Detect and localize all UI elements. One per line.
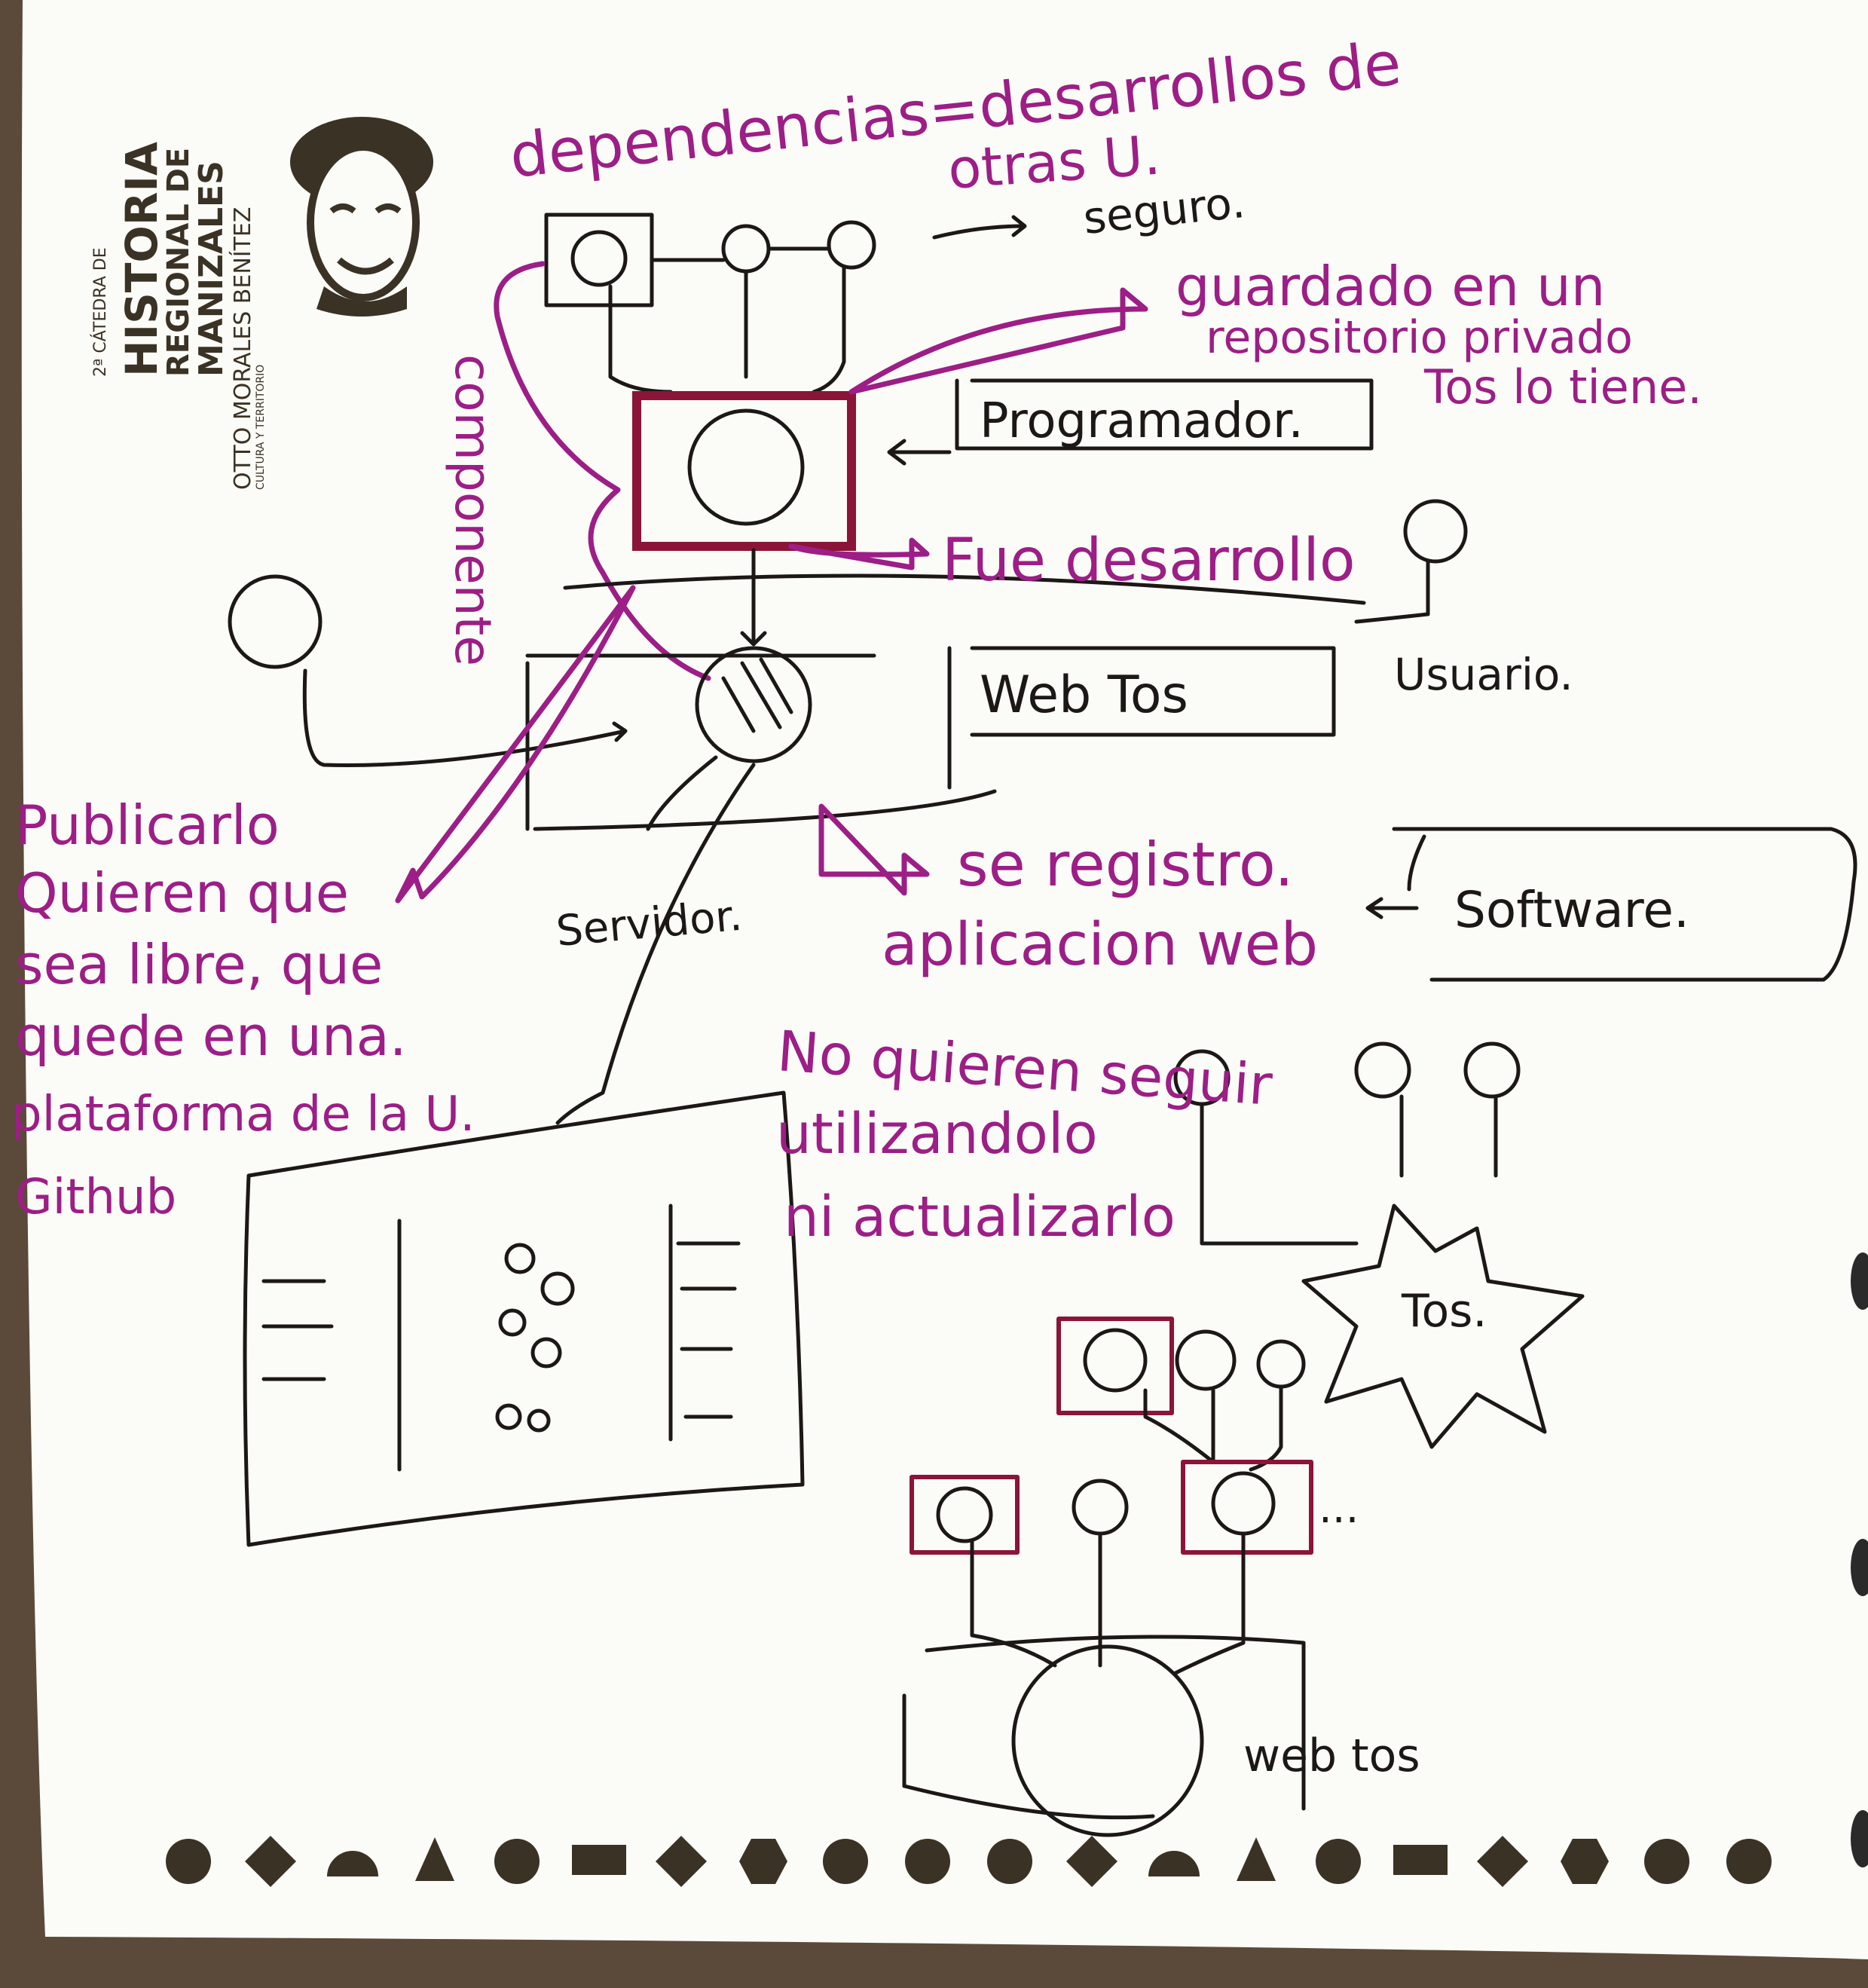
binder-hole (1851, 1252, 1868, 1310)
dependency-links (608, 246, 846, 394)
ornament-icon (1237, 1837, 1276, 1881)
software-arrow (1365, 897, 1419, 919)
component-to-webtos (740, 548, 767, 647)
guardado-note: guardado en un (1176, 255, 1605, 318)
github-divider (397, 1204, 673, 1472)
webtos-label: Web Tos (980, 665, 1188, 725)
no-quieren-note-2: utilizandolo (776, 1102, 1098, 1167)
webtos-bottom-box (902, 1635, 1306, 1820)
publicarlo-note-1: Publicarlo (15, 794, 280, 857)
ornament-strip (166, 1836, 1772, 1887)
ornament-icon (1316, 1839, 1361, 1884)
ornament-icon (1393, 1845, 1448, 1875)
publicarlo-note-2: Quieren que (15, 861, 349, 925)
publicarlo-arrow (395, 585, 636, 904)
software-bracket (1392, 827, 1857, 982)
component-box (632, 391, 856, 551)
se-registro-arrow (818, 803, 930, 896)
ornament-icon (1148, 1851, 1200, 1876)
paper-sheet (21, 0, 1868, 1959)
logo-regional-text: REGIONAL DE (161, 148, 196, 377)
componente-note: componente (444, 354, 502, 666)
ornament-icon (1477, 1836, 1528, 1887)
publicarlo-note-4: quede en una. (15, 1005, 407, 1068)
seguro-arrow (932, 215, 1027, 240)
programador-box (955, 378, 1374, 451)
ornament-icon (245, 1836, 296, 1887)
github-circles (495, 1243, 575, 1433)
dep-links-upper (1143, 1384, 1283, 1472)
binder-hole (1851, 1539, 1868, 1596)
user-node-left (228, 574, 323, 669)
publicarlo-note-3: sea libre, que (15, 933, 383, 996)
ornament-icon (905, 1839, 950, 1884)
ornament-icon (987, 1839, 1032, 1884)
publicarlo-note-5: plataforma de la U. (11, 1087, 475, 1142)
logo-manizales-text: MANIZALES (192, 161, 231, 377)
no-quieren-note-3: ni actualizarlo (784, 1185, 1176, 1249)
webtos-node (695, 646, 812, 763)
dep-links-lower (970, 1531, 1246, 1675)
dep-box-lower-left (910, 1475, 1020, 1555)
webtos-hatch (721, 657, 793, 733)
logo-tagline-text: CULTURA Y TERRITORIO (255, 365, 267, 490)
dep-node (1175, 1329, 1237, 1391)
dep-node (936, 1486, 993, 1543)
tos-lo-tiene-note: Tos lo tiene. (1423, 359, 1702, 414)
ornament-icon (656, 1836, 707, 1887)
ellipsis-label: ... (1319, 1484, 1359, 1533)
user-node-right (1403, 499, 1468, 564)
dep-box-lower-right (1181, 1460, 1313, 1555)
ornament-icon (415, 1837, 454, 1881)
webtos-bottom-label: web tos (1243, 1730, 1420, 1782)
se-registro-note: se registro. (957, 830, 1294, 900)
logo-chair-text: 2ª CÁTEDRA DE (90, 247, 110, 377)
usuario-label: Usuario. (1394, 649, 1573, 700)
aplicacion-web-note: aplicacion web (882, 911, 1318, 979)
tos-star (1301, 1204, 1585, 1449)
component-node (687, 408, 805, 526)
portrait-icon (290, 117, 433, 317)
chair-logo: 2ª CÁTEDRA DE HISTORIA REGIONAL DE MANIZ… (90, 117, 433, 490)
ornament-icon (1066, 1836, 1117, 1887)
webtos-bottom-node (1011, 1644, 1204, 1837)
binder-hole (1851, 1810, 1868, 1867)
dependency-node (570, 230, 628, 287)
webtos-box (525, 573, 1366, 831)
logo-author-text: OTTO MORALES BENÍTEZ (229, 207, 256, 490)
publicarlo-note-6: Github (15, 1170, 176, 1225)
fue-desarrollo-arrow (788, 537, 930, 570)
ornament-icon (327, 1851, 378, 1876)
users-group (1173, 1041, 1521, 1246)
ornament-icon (1726, 1839, 1772, 1884)
ornament-icon (739, 1839, 787, 1884)
user-left-link (302, 668, 628, 767)
ornament-icon (572, 1845, 626, 1875)
ornament-icon (166, 1839, 211, 1884)
tos-star-label: Tos. (1401, 1285, 1487, 1338)
dep-box-upper (1056, 1317, 1174, 1415)
servidor-lines (555, 755, 756, 1125)
guardado-arrow (848, 287, 1148, 395)
software-label: Software. (1454, 881, 1689, 939)
github-text-lines (261, 1241, 741, 1419)
ornament-icon (494, 1839, 540, 1884)
fue-desarrollo-note: Fue desarrollo (942, 527, 1356, 595)
programador-label: Programador. (980, 393, 1304, 449)
dependencias-note-2: otras U. (946, 123, 1162, 200)
logo-historia-text: HISTORIA (116, 142, 167, 377)
ornament-icon (1644, 1839, 1689, 1884)
programador-arrow (887, 439, 952, 466)
dependency-node (827, 220, 876, 270)
user-right-link (1354, 559, 1430, 624)
ornament-icon (823, 1839, 868, 1884)
dep-node (1083, 1328, 1148, 1393)
guardado-note-2: repositorio privado (1206, 311, 1633, 364)
github-screen (243, 1090, 805, 1547)
ornament-icon (1561, 1839, 1609, 1884)
component-bracket (494, 261, 711, 681)
